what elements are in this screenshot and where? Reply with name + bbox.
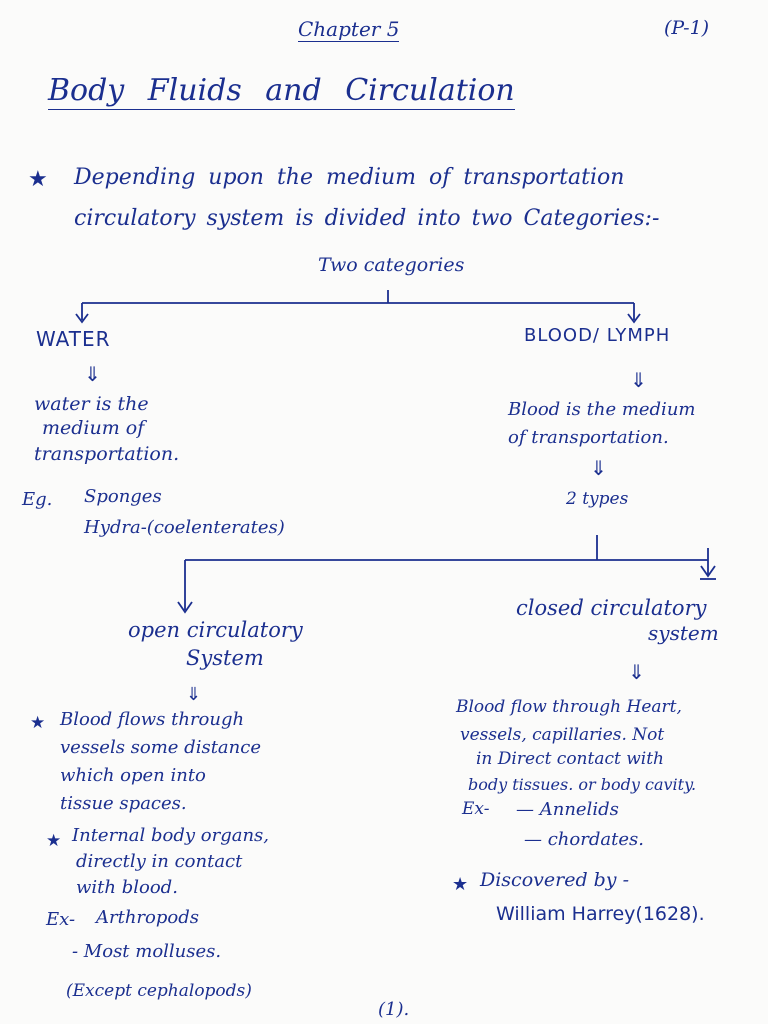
open-point2-line2: directly in contact (76, 851, 243, 872)
intro-line-1: Depending upon the medium of transportat… (74, 165, 625, 190)
closed-desc-4: body tissues. or body cavity. (468, 775, 697, 794)
chapter-label: Chapter 5 (298, 17, 400, 42)
water-desc-2: medium of (42, 417, 145, 439)
left-branch-arrowhead (75, 313, 89, 324)
discoverer-name: William Harrey(1628). (496, 903, 705, 925)
blood-lymph-heading: BLOOD/ LYMPH (524, 325, 671, 346)
open-system-title-1: open circulatory (128, 618, 303, 642)
closed-desc-3: in Direct contact with (476, 749, 664, 769)
star-icon: ★ (452, 874, 469, 895)
example-sponges: Sponges (84, 486, 162, 507)
right-branch-arrowhead (627, 313, 641, 324)
discovered-label: Discovered by - (480, 869, 630, 891)
open-point1-line4: tissue spaces. (60, 793, 187, 814)
closed-desc-2: vessels, capillaries. Not (460, 725, 665, 745)
water-desc-1: water is the (34, 393, 149, 415)
two-types-label: 2 types (566, 489, 629, 509)
water-desc-3: transportation. (34, 443, 180, 465)
categories-label: Two categories (318, 254, 465, 276)
down-arrow-icon: ⇓ (628, 660, 645, 684)
open-point1-line3: which open into (60, 765, 206, 786)
open-point1-line2: vessels some distance (60, 737, 261, 758)
page-tag: (P-1) (664, 17, 710, 39)
star-icon: ★ (28, 167, 48, 192)
water-heading: WATER (36, 327, 111, 351)
open-example-2: - Most molluses. (72, 941, 222, 962)
closed-example-1: — Annelids (516, 799, 619, 820)
down-arrow-icon: ⇓ (186, 684, 202, 705)
eg-label: Eg. (22, 489, 53, 510)
closed-system-title-1: closed circulatory (516, 596, 707, 620)
page-number: (1). (378, 999, 410, 1020)
closed-branch-arrowhead (700, 565, 716, 578)
open-point1-line1: Blood flows through (60, 709, 245, 730)
example-hydra: Hydra-(coelenterates) (84, 517, 285, 538)
open-ex-label: Ex- (46, 909, 76, 930)
down-arrow-icon: ⇓ (84, 362, 101, 386)
down-arrow-icon: ⇓ (630, 368, 647, 392)
star-icon: ★ (30, 713, 46, 733)
down-arrow-icon: ⇓ (590, 456, 607, 480)
closed-example-2: — chordates. (524, 829, 644, 850)
open-example-3: (Except cephalopods) (66, 981, 252, 1001)
open-point2-line1: Internal body organs, (72, 825, 270, 846)
open-example-1: Arthropods (96, 907, 199, 928)
blood-desc-1: Blood is the medium (508, 399, 696, 420)
open-system-title-2: System (186, 646, 264, 670)
closed-desc-1: Blood flow through Heart, (456, 697, 682, 717)
closed-ex-label: Ex- (462, 799, 490, 819)
open-point2-line3: with blood. (76, 877, 178, 898)
intro-line-2: circulatory system is divided into two C… (74, 206, 660, 231)
open-branch-arrowhead (177, 601, 193, 614)
blood-desc-2: of transportation. (508, 427, 669, 448)
closed-system-title-2: system (648, 621, 719, 645)
page-title: Body Fluids and Circulation (48, 73, 515, 110)
star-icon: ★ (46, 831, 62, 851)
